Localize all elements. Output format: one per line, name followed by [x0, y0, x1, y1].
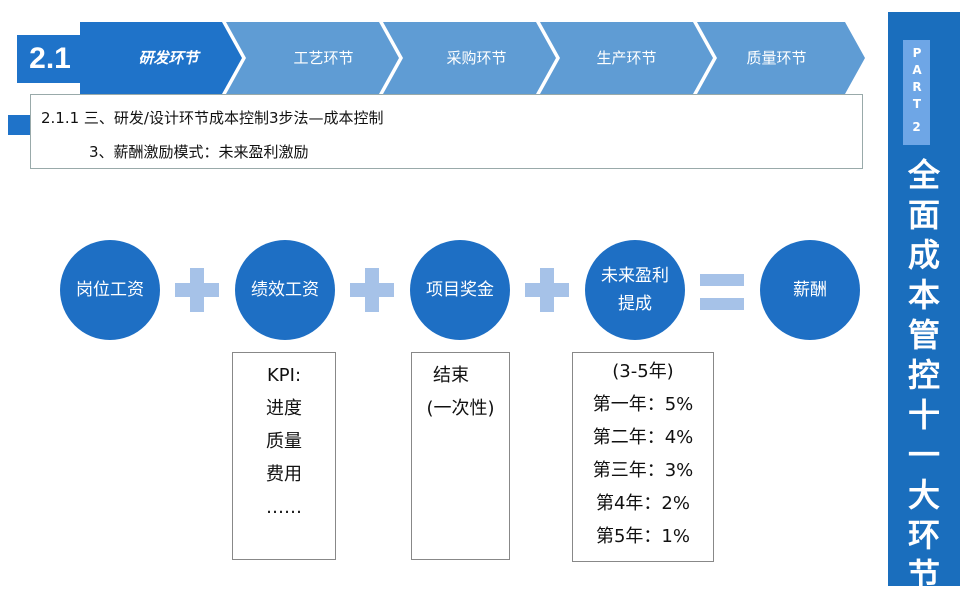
section-number: 2.1 — [17, 35, 83, 83]
subtitle-line-1: 2.1.1 三、研发/设计环节成本控制3步法—成本控制 — [41, 109, 384, 127]
chevron-step-3[interactable] — [383, 22, 556, 94]
plus-icon — [350, 268, 394, 312]
detail-line: 第二年：4% — [592, 427, 694, 448]
bonus-detail-box: 结束 (一次性) — [411, 352, 510, 560]
subtitle-box: 2.1.1 三、研发/设计环节成本控制3步法—成本控制 3、薪酬激励模式：未来盈… — [30, 94, 863, 169]
detail-line: 第一年：5% — [592, 394, 694, 415]
formula-circle: 项目奖金 — [410, 240, 510, 340]
detail-line: 质量 — [266, 431, 302, 452]
vertical-title: 全面成本管控十一大环节 — [888, 155, 960, 595]
detail-line: …… — [266, 497, 302, 518]
step-label: 研发环节 — [138, 49, 199, 67]
formula-circle: 未来盈利提成 — [585, 240, 685, 340]
part-badge: PART 2 — [903, 40, 930, 145]
plus-icon — [525, 268, 569, 312]
detail-line: 第4年：2% — [595, 493, 690, 514]
formula-circle: 绩效工资 — [235, 240, 335, 340]
chevron-step-4[interactable] — [540, 22, 713, 94]
marker-bar — [8, 115, 30, 135]
detail-line: (一次性) — [426, 398, 495, 419]
performance-detail-box: KPI: 进度 质量 费用 …… — [232, 352, 336, 560]
step-label: 质量环节 — [746, 49, 807, 67]
vertical-title-text: 全面成本管控十一大环节 — [907, 156, 940, 594]
part-label: PART — [910, 46, 924, 114]
detail-line: 第三年：3% — [592, 460, 694, 481]
equals-icon — [700, 274, 744, 310]
detail-line: 第5年：1% — [595, 526, 690, 547]
detail-line: KPI: — [266, 365, 302, 386]
detail-line: 费用 — [266, 464, 302, 485]
profit-detail-box: (3-5年) 第一年：5% 第二年：4% 第三年：3% 第4年：2% 第5年：1… — [572, 352, 714, 562]
chevron-step-1[interactable] — [80, 22, 242, 94]
detail-line: (3-5年) — [612, 361, 674, 382]
step-label: 采购环节 — [446, 49, 507, 67]
subtitle-line-2: 3、薪酬激励模式：未来盈利激励 — [89, 143, 309, 161]
formula-circle: 岗位工资 — [60, 240, 160, 340]
plus-icon — [175, 268, 219, 312]
formula-result-circle: 薪酬 — [760, 240, 860, 340]
detail-line: 结束 — [433, 365, 469, 386]
process-chevrons — [80, 22, 865, 94]
step-label: 工艺环节 — [293, 49, 354, 67]
chevron-step-2[interactable] — [226, 22, 399, 94]
detail-line: 进度 — [266, 398, 302, 419]
step-label: 生产环节 — [596, 49, 657, 67]
part-number: 2 — [912, 120, 921, 134]
chevron-step-5[interactable] — [697, 22, 865, 94]
